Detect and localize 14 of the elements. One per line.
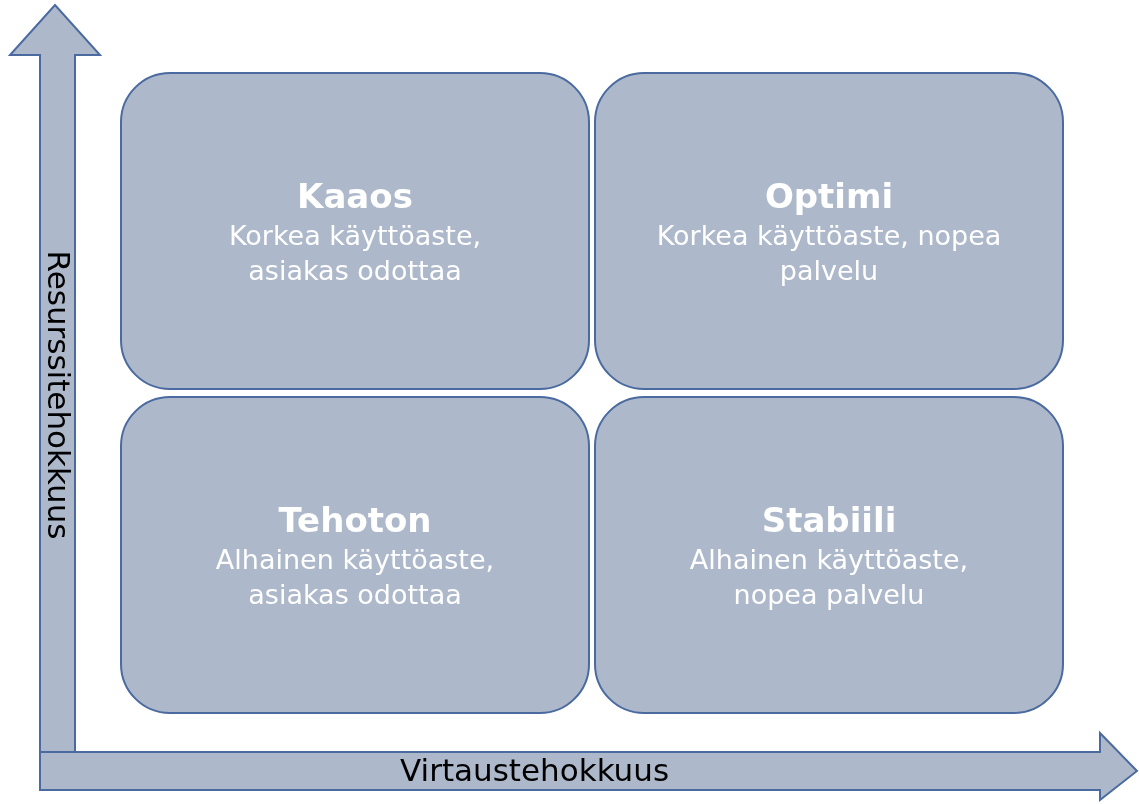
quadrant-title: Kaaos bbox=[297, 174, 413, 218]
quadrant-description: Alhainen käyttöaste, nopea palvelu bbox=[688, 543, 970, 613]
quadrant-box bbox=[594, 396, 1064, 714]
quadrant-title: Tehoton bbox=[278, 498, 432, 542]
quadrant-box bbox=[120, 72, 590, 390]
quadrant-box bbox=[120, 396, 590, 714]
quadrant-description: Korkea käyttöaste, nopea palvelu bbox=[655, 219, 1003, 289]
quadrant-description: Alhainen käyttöaste, asiakas odottaa bbox=[214, 543, 496, 613]
quadrant-description: Korkea käyttöaste, asiakas odottaa bbox=[227, 219, 483, 289]
quadrant-box bbox=[594, 72, 1064, 390]
axis-label: Virtaustehokkuus bbox=[400, 752, 670, 790]
axis-label: Resurssitehokkuus bbox=[42, 250, 74, 540]
quadrant-title: Stabiili bbox=[761, 498, 897, 542]
quadrant-title: Optimi bbox=[764, 174, 894, 218]
